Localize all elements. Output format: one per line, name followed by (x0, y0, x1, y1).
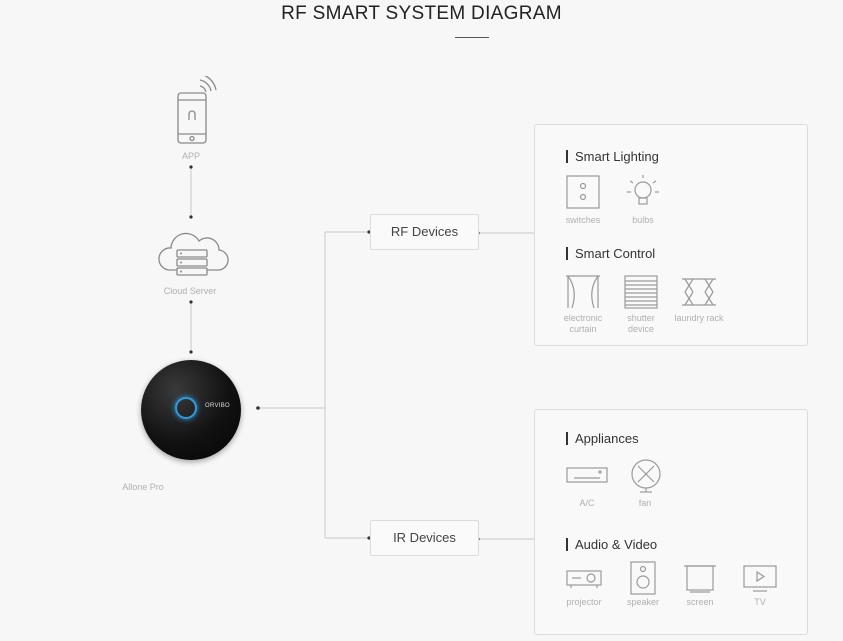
curtain-icon (566, 275, 600, 309)
switches-label: switches (565, 215, 601, 225)
shutter-device-label: shutter device (627, 313, 655, 334)
hub-power-ring (175, 397, 197, 419)
hub-brand-logo: ORVIBO (205, 403, 231, 409)
smart-lighting-heading: Smart Lighting (566, 149, 659, 164)
audio-video-heading: Audio & Video (566, 537, 657, 552)
screen-icon (684, 565, 716, 593)
switch-icon (566, 175, 600, 209)
title-underline (455, 37, 489, 38)
appliances-heading: Appliances (566, 431, 639, 446)
screen-label: screen (686, 597, 714, 607)
cloud-server-icon (158, 232, 229, 276)
laundry-rack-icon (682, 278, 716, 306)
shutter-icon (624, 275, 658, 309)
fan-label: fan (638, 498, 652, 508)
bulb-icon (627, 175, 659, 205)
speaker-icon (630, 561, 656, 595)
smartphone-icon (177, 76, 217, 144)
laundry-rack-label: laundry rack (674, 313, 724, 323)
rf-device-panel: Smart Lighting switches bulbs Smart Cont… (534, 124, 808, 346)
hub-device-image: ORVIBO (141, 360, 241, 460)
tv-icon (743, 565, 777, 592)
dot (256, 406, 260, 410)
hub-label: Allone Pro (122, 482, 164, 492)
air-conditioner-icon (566, 467, 608, 483)
dot (367, 230, 371, 234)
projector-icon (566, 570, 602, 588)
ir-device-panel: Appliances A/C fan Audio & Video project… (534, 409, 808, 635)
speaker-label: speaker (626, 597, 660, 607)
electronic-curtain-label: electronic curtain (563, 313, 603, 334)
bulbs-label: bulbs (632, 215, 654, 225)
ac-label: A/C (579, 498, 595, 508)
tv-label: TV (754, 597, 766, 607)
cloud-server-label: Cloud Server (163, 286, 217, 296)
diagram-title: RF SMART SYSTEM DIAGRAM (281, 3, 562, 24)
projector-label: projector (566, 597, 602, 607)
dot (189, 165, 193, 169)
app-label: APP (181, 151, 200, 161)
dot (189, 350, 193, 354)
dot (189, 300, 193, 304)
dot (189, 215, 193, 219)
smart-control-heading: Smart Control (566, 246, 655, 261)
ir-devices-node: IR Devices (370, 520, 479, 556)
dot (367, 536, 371, 540)
fan-icon (631, 459, 661, 493)
rf-devices-node: RF Devices (370, 214, 479, 250)
